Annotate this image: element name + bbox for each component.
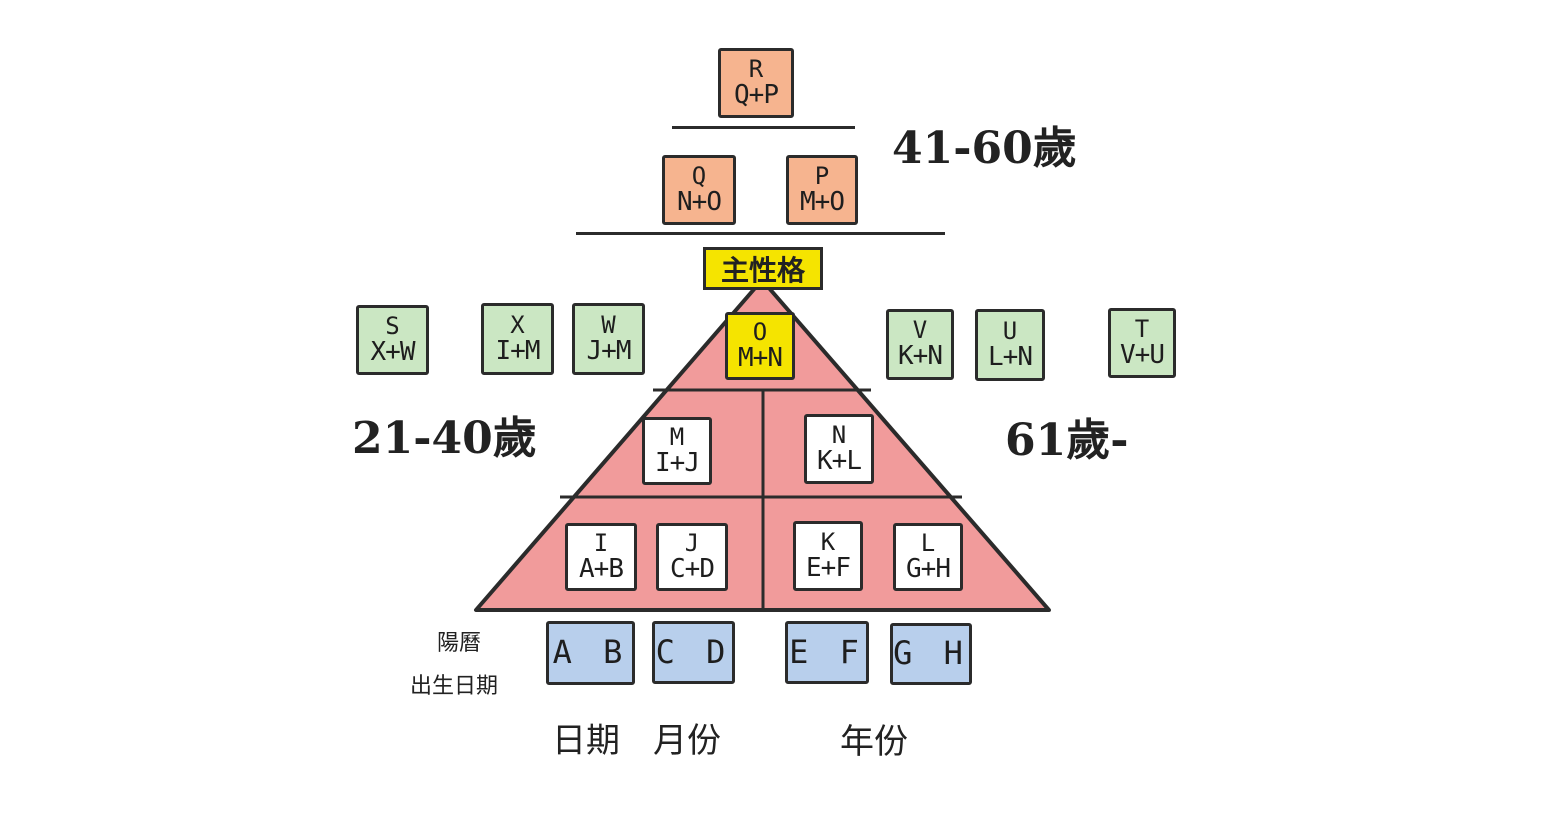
rule-middle xyxy=(576,232,945,235)
box-r: R Q+P xyxy=(718,48,794,118)
box-v: V K+N xyxy=(886,309,954,380)
box-p-letter: P xyxy=(814,161,830,190)
box-u: U L+N xyxy=(975,309,1045,381)
birth-label-line2: 出生日期 xyxy=(410,674,499,699)
box-s: S X+W xyxy=(356,305,429,375)
box-j-formula: C+D xyxy=(670,553,715,584)
box-u-letter: U xyxy=(1002,316,1018,345)
box-o: O M+N xyxy=(725,312,795,380)
box-q-formula: N+O xyxy=(677,186,722,217)
box-m: M I+J xyxy=(642,417,712,485)
box-r-formula: Q+P xyxy=(734,79,779,110)
input-ef: E F xyxy=(785,621,869,684)
box-j: J C+D xyxy=(656,523,728,591)
box-t: T V+U xyxy=(1108,308,1176,378)
input-ab-text: A B xyxy=(552,633,629,672)
box-s-letter: S xyxy=(385,311,400,340)
box-r-letter: R xyxy=(748,54,764,83)
box-n: N K+L xyxy=(804,414,874,484)
box-q-letter: Q xyxy=(691,161,707,190)
birth-label-line1: 陽曆 xyxy=(437,631,482,656)
box-m-letter: M xyxy=(669,422,685,451)
box-o-formula: M+N xyxy=(738,342,783,373)
category-day: 日期 xyxy=(552,721,620,761)
box-l: L G+H xyxy=(893,523,963,591)
box-n-letter: N xyxy=(831,420,847,449)
box-p-formula: M+O xyxy=(800,186,845,217)
box-w-formula: J+M xyxy=(586,335,632,366)
box-n-formula: K+L xyxy=(817,445,862,476)
category-month: 月份 xyxy=(653,721,721,761)
box-w-letter: W xyxy=(601,310,616,339)
box-u-formula: L+N xyxy=(988,341,1033,372)
box-x-formula: I+M xyxy=(495,335,541,366)
input-cd-text: C D xyxy=(655,632,732,671)
input-gh: G H xyxy=(890,623,972,685)
box-i-formula: A+B xyxy=(579,553,624,584)
box-t-formula: V+U xyxy=(1120,339,1165,370)
box-s-formula: X+W xyxy=(370,336,416,367)
box-x: X I+M xyxy=(481,303,554,375)
box-l-formula: G+H xyxy=(906,553,951,584)
box-v-formula: K+N xyxy=(898,341,943,372)
box-j-letter: J xyxy=(684,528,700,557)
main-personality-title: 主性格 xyxy=(703,247,823,290)
input-cd: C D xyxy=(652,621,735,684)
rule-top xyxy=(672,126,855,129)
box-k: K E+F xyxy=(793,521,863,591)
box-i-letter: I xyxy=(593,528,609,557)
box-l-letter: L xyxy=(920,528,936,557)
box-m-formula: I+J xyxy=(655,447,700,478)
input-gh-text: G H xyxy=(893,634,969,673)
box-x-letter: X xyxy=(510,310,525,339)
age-label-61-plus: 61歲- xyxy=(1005,415,1129,466)
box-o-letter: O xyxy=(752,317,768,346)
box-w: W J+M xyxy=(572,303,645,375)
box-q: Q N+O xyxy=(662,155,736,225)
box-t-letter: T xyxy=(1134,314,1150,343)
input-ab: A B xyxy=(546,621,635,685)
box-k-letter: K xyxy=(820,527,836,556)
age-label-41-60: 41-60歲 xyxy=(892,123,1077,174)
box-k-formula: E+F xyxy=(806,552,851,583)
category-year: 年份 xyxy=(840,722,908,762)
input-ef-text: E F xyxy=(789,632,865,671)
box-i: I A+B xyxy=(565,523,637,591)
age-label-21-40: 21-40歲 xyxy=(352,413,537,464)
box-v-letter: V xyxy=(912,316,928,345)
box-p: P M+O xyxy=(786,155,858,225)
